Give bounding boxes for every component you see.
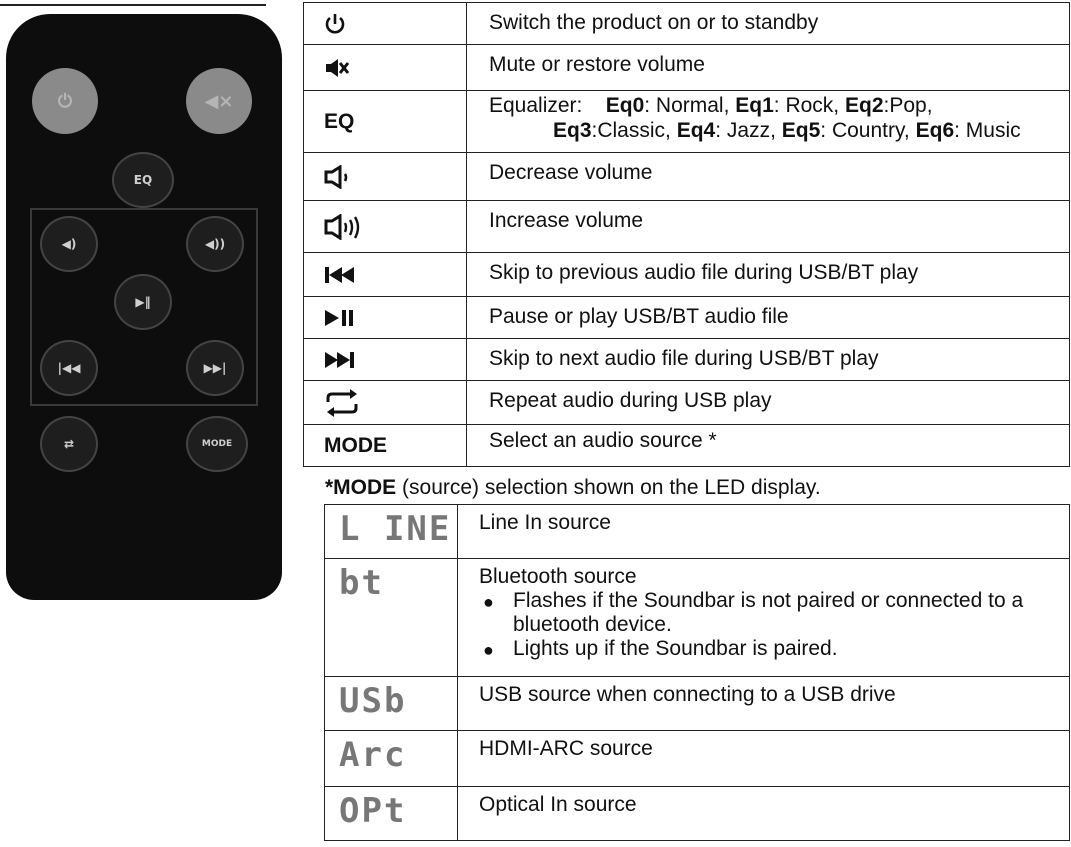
- mode-description: Optical In source: [457, 786, 1070, 841]
- function-description: Select an audio source *: [466, 424, 1070, 467]
- function-table: Switch the product on or to standby Mute…: [303, 2, 1070, 467]
- led-display-line: L INE: [339, 509, 452, 549]
- header-rule: [0, 4, 266, 6]
- table-row: L INE Line In source: [324, 504, 1070, 559]
- eq-label: EQ: [303, 90, 467, 153]
- function-description: Pause or play USB/BT audio file: [466, 296, 1070, 339]
- function-description: Switch the product on or to standby: [466, 2, 1070, 45]
- mode-table: L INE Line In source bt Bluetooth source…: [324, 504, 1070, 841]
- play-pause-icon: [324, 308, 466, 328]
- function-description: Decrease volume: [466, 152, 1070, 201]
- volume-up-icon: [324, 213, 466, 240]
- bullet-text: Lights up if the Soundbar is paired.: [513, 637, 838, 660]
- mode-description-bluetooth: Bluetooth source ● Flashes if the Soundba…: [457, 558, 1070, 677]
- remote-eq-button: EQ: [112, 152, 174, 208]
- table-row: bt Bluetooth source ● Flashes if the Soun…: [324, 558, 1070, 677]
- mute-icon: [324, 57, 466, 79]
- mode-description: USB source when connecting to a USB driv…: [457, 676, 1070, 731]
- remote-play-pause-button: ▶‖: [114, 274, 172, 330]
- function-description: Increase volume: [466, 200, 1070, 253]
- table-row: Increase volume: [303, 200, 1070, 253]
- previous-icon: [324, 265, 466, 285]
- function-description: Mute or restore volume: [466, 44, 1070, 91]
- power-icon: [324, 12, 466, 36]
- mode-description: Bluetooth source: [479, 565, 637, 588]
- remote-power-button: ⏻: [32, 68, 98, 134]
- table-row: EQ Equalizer: Eq0: Normal, Eq1: Rock, Eq…: [303, 90, 1070, 153]
- led-display-usb: USb: [339, 681, 407, 721]
- remote-repeat-button: ⇄: [40, 416, 98, 472]
- bullet-icon: ●: [483, 640, 494, 660]
- list-item: ● Flashes if the Soundbar is not paired o…: [479, 589, 1069, 637]
- led-display-opt: OPt: [339, 791, 407, 831]
- remote-next-button: ▶▶|: [186, 340, 244, 396]
- volume-down-icon: [324, 164, 466, 189]
- table-row: Skip to previous audio file during USB/B…: [303, 252, 1070, 297]
- remote-mute-button: ◀×: [186, 68, 252, 134]
- mode-description: Line In source: [457, 504, 1070, 559]
- bullet-icon: ●: [483, 592, 494, 612]
- table-row: MODE Select an audio source *: [303, 424, 1070, 467]
- mode-note: *MODE (source) selection shown on the LE…: [325, 476, 821, 499]
- next-icon: [324, 350, 466, 370]
- remote-control-image: ⏻ ◀× EQ ◀) ◀)) ▶‖ |◀◀ ▶▶| ⇄ MODE: [6, 14, 282, 600]
- remote-mode-button: MODE: [186, 416, 248, 472]
- function-description: Skip to next audio file during USB/BT pl…: [466, 338, 1070, 381]
- repeat-icon: [324, 388, 466, 418]
- remote-volume-down-button: ◀): [40, 216, 98, 272]
- table-row: Pause or play USB/BT audio file: [303, 296, 1070, 339]
- table-row: OPt Optical In source: [324, 786, 1070, 841]
- table-row: Repeat audio during USB play: [303, 380, 1070, 425]
- table-row: USb USB source when connecting to a USB …: [324, 676, 1070, 731]
- table-row: Switch the product on or to standby: [303, 2, 1070, 45]
- equalizer-description: Equalizer: Eq0: Normal, Eq1: Rock, Eq2:P…: [466, 90, 1070, 153]
- remote-nav-cluster: [30, 208, 258, 406]
- list-item: ● Lights up if the Soundbar is paired.: [479, 637, 1069, 663]
- remote-previous-button: |◀◀: [40, 340, 98, 396]
- led-display-bt: bt: [339, 563, 384, 603]
- table-row: Arc HDMI-ARC source: [324, 730, 1070, 787]
- function-description: Skip to previous audio file during USB/B…: [466, 252, 1070, 297]
- table-row: Mute or restore volume: [303, 44, 1070, 91]
- mode-label: MODE: [303, 424, 467, 467]
- remote-volume-up-button: ◀)): [186, 216, 244, 272]
- bullet-text: Flashes if the Soundbar is not paired or…: [513, 589, 1024, 636]
- table-row: Decrease volume: [303, 152, 1070, 201]
- table-row: Skip to next audio file during USB/BT pl…: [303, 338, 1070, 381]
- mode-description: HDMI-ARC source: [457, 730, 1070, 787]
- function-description: Repeat audio during USB play: [466, 380, 1070, 425]
- led-display-arc: Arc: [339, 735, 407, 775]
